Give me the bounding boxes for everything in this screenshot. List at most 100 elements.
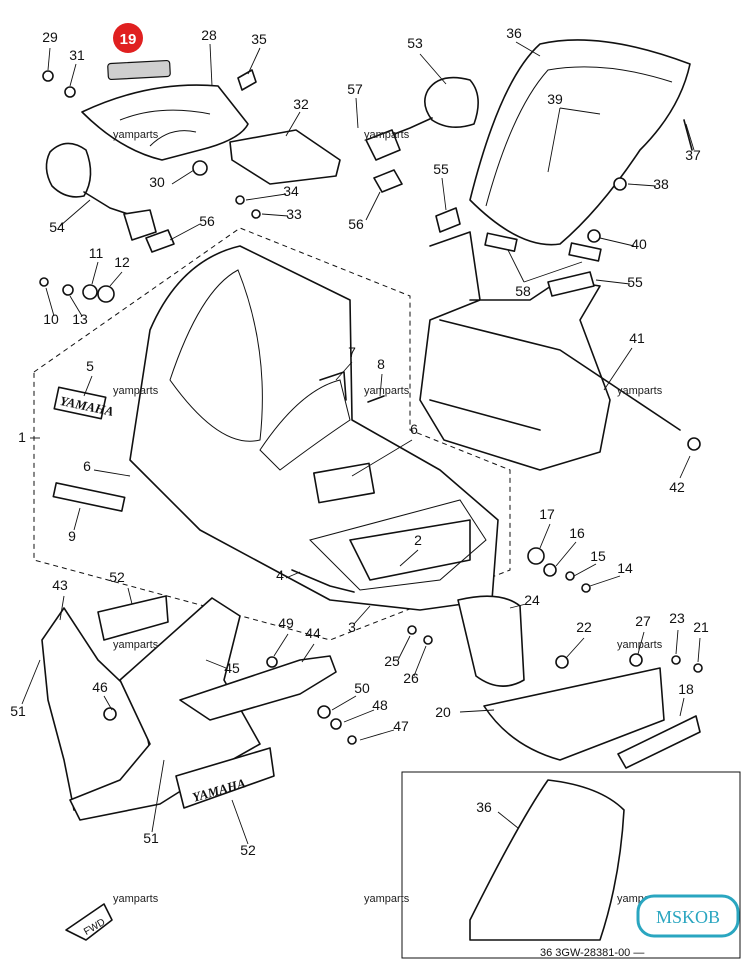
part-label-8: 8 — [377, 356, 385, 372]
part-label-30: 30 — [149, 174, 165, 190]
bolt-29 — [42, 70, 54, 82]
bolt-47 — [347, 735, 357, 745]
part-label-49: 49 — [278, 615, 294, 631]
part-label-52: 52 — [240, 842, 256, 858]
part-label-31: 31 — [69, 47, 85, 63]
inner-panel-24 — [457, 595, 525, 687]
part-label-33: 33 — [286, 206, 302, 222]
leader-lines — [21, 41, 701, 845]
washer-15 — [565, 571, 575, 581]
bolt-42 — [687, 437, 701, 451]
part-label-11: 11 — [89, 245, 104, 261]
grommet-22 — [555, 655, 569, 669]
damper-58b — [568, 242, 602, 262]
windscreen-edge — [485, 66, 673, 207]
part-label-5: 5 — [86, 358, 94, 374]
part-label-10: 10 — [43, 311, 59, 327]
highlight-label: 19 — [120, 31, 137, 48]
collar-50 — [317, 705, 331, 719]
washer-31 — [64, 86, 76, 98]
part-label-9: 9 — [68, 528, 76, 544]
part-label-41: 41 — [629, 330, 645, 346]
mskob-badge: MSKOB — [636, 894, 740, 938]
bracket-2 — [349, 519, 471, 581]
nut-30 — [192, 160, 208, 176]
screw-25 — [407, 625, 417, 635]
part-label-43: 43 — [52, 577, 68, 593]
part-label-22: 22 — [576, 619, 592, 635]
side-cover-52-upper — [97, 595, 169, 641]
bolt-21 — [693, 663, 703, 673]
watermark-text: yamparts — [364, 893, 410, 905]
part-label-20: 20 — [435, 704, 451, 720]
part-label-7: 7 — [348, 344, 356, 360]
mirror-54-base — [123, 209, 157, 241]
part-label-23: 23 — [669, 610, 685, 626]
part-label-51: 51 — [143, 830, 159, 846]
emblem-plate — [313, 462, 375, 504]
mirror-53-base — [365, 129, 401, 161]
bracket-7 — [319, 371, 347, 401]
part-label-18: 18 — [678, 681, 694, 697]
lower-bracket-44 — [179, 655, 337, 721]
part-label-12: 12 — [114, 254, 130, 270]
part-label-51: 51 — [10, 703, 26, 719]
part-label-17: 17 — [539, 506, 555, 522]
part-label-35: 35 — [251, 31, 267, 47]
part-label-4: 4 — [276, 567, 284, 583]
part-label-6: 6 — [83, 458, 91, 474]
mirror-54-head — [45, 142, 92, 198]
part-label-32: 32 — [293, 96, 309, 112]
part-label-36: 36 — [476, 799, 492, 815]
part-label-26: 26 — [403, 670, 419, 686]
side-trim-18 — [617, 715, 701, 769]
part-label-24: 24 — [524, 592, 540, 608]
grommet-49 — [266, 656, 278, 668]
screw-8 — [367, 395, 385, 403]
nut-12 — [97, 285, 115, 303]
part-label-54: 54 — [49, 219, 65, 235]
highlight-marker — [113, 23, 143, 53]
part-label-56: 56 — [199, 213, 215, 229]
part-label-21: 21 — [693, 619, 709, 635]
part-label-34: 34 — [283, 183, 299, 199]
grommet-17 — [527, 547, 545, 565]
part-label-29: 29 — [42, 29, 58, 45]
damper-27 — [629, 653, 643, 667]
nut-38 — [613, 177, 627, 191]
inset-caption: 36 3GW-28381-00 — — [540, 947, 644, 959]
part-label-44: 44 — [305, 625, 321, 641]
mirror-56-gasket-right — [373, 169, 403, 193]
part-label-55: 55 — [433, 161, 449, 177]
cowl-stay-41-rail — [429, 319, 681, 431]
part-label-28: 28 — [201, 27, 217, 43]
yamaha-decal-5: YAMAHA — [53, 386, 115, 420]
part-label-37: 37 — [685, 147, 701, 163]
part-label-25: 25 — [384, 653, 400, 669]
cowl-side-panel — [309, 499, 487, 591]
part-label-15: 15 — [590, 548, 606, 564]
headlight-opening — [169, 269, 263, 442]
rod-4 — [291, 569, 355, 593]
mirror-56-gasket-left — [145, 229, 175, 253]
collar-16 — [543, 563, 557, 577]
grommet-11 — [82, 284, 98, 300]
clip-35 — [237, 69, 257, 91]
upper-cowl-top — [81, 84, 249, 161]
part-label-50: 50 — [354, 680, 370, 696]
watermark-text: yamparts — [113, 893, 159, 905]
part-label-52: 52 — [109, 569, 125, 585]
part-label-46: 46 — [92, 679, 108, 695]
watermark-text: yamparts — [364, 385, 410, 397]
nut-26 — [423, 635, 433, 645]
part-label-55: 55 — [627, 274, 643, 290]
trim-strip-9 — [52, 482, 126, 512]
mskob-badge-text: MSKOB — [656, 907, 720, 927]
part-label-56: 56 — [348, 216, 364, 232]
screw-34 — [235, 195, 245, 205]
part-label-48: 48 — [372, 697, 388, 713]
part-label-42: 42 — [669, 479, 685, 495]
washer-13 — [62, 284, 74, 296]
part-label-3: 3 — [348, 619, 356, 635]
